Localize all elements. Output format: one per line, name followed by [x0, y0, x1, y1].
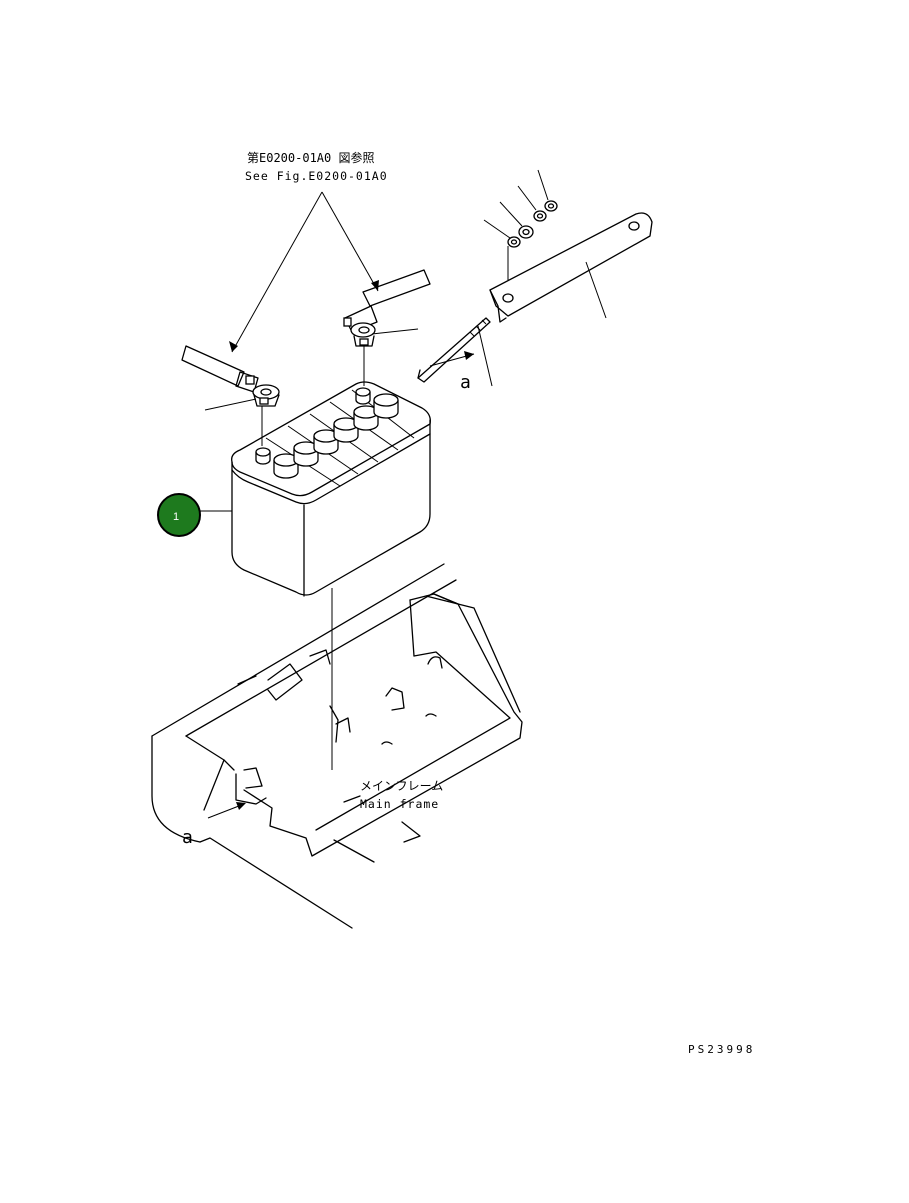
main-frame-en-label: Main frame: [360, 797, 439, 811]
view-arrow-a-top: a: [429, 351, 475, 393]
negative-cable: [181, 345, 280, 446]
view-a-top-label: a: [460, 372, 471, 393]
battery: [231, 381, 431, 597]
j-bolt: [417, 317, 493, 387]
bolt-hardware: [483, 169, 558, 248]
part-callout-1[interactable]: 1: [157, 493, 232, 537]
battery-caps: [273, 393, 399, 479]
figure-number: PS23998: [688, 1043, 755, 1056]
battery-terminals: [255, 387, 371, 465]
main-frame: [151, 563, 523, 929]
main-frame-jp-label: メインフレーム: [360, 779, 443, 793]
part-badge-circle[interactable]: [157, 493, 201, 537]
view-arrow-a-bottom: a: [182, 802, 246, 848]
ref-fig-en-label: See Fig.E0200-01A0: [245, 169, 388, 183]
ref-fig-jp-label: 第E0200-01A0 図参照: [247, 150, 374, 165]
part-badge-number: 1: [173, 511, 179, 523]
hold-down-bracket: [489, 212, 653, 323]
positive-cable: [343, 269, 431, 386]
view-a-bottom-label: a: [182, 827, 193, 848]
ref-arrows: [229, 191, 379, 353]
